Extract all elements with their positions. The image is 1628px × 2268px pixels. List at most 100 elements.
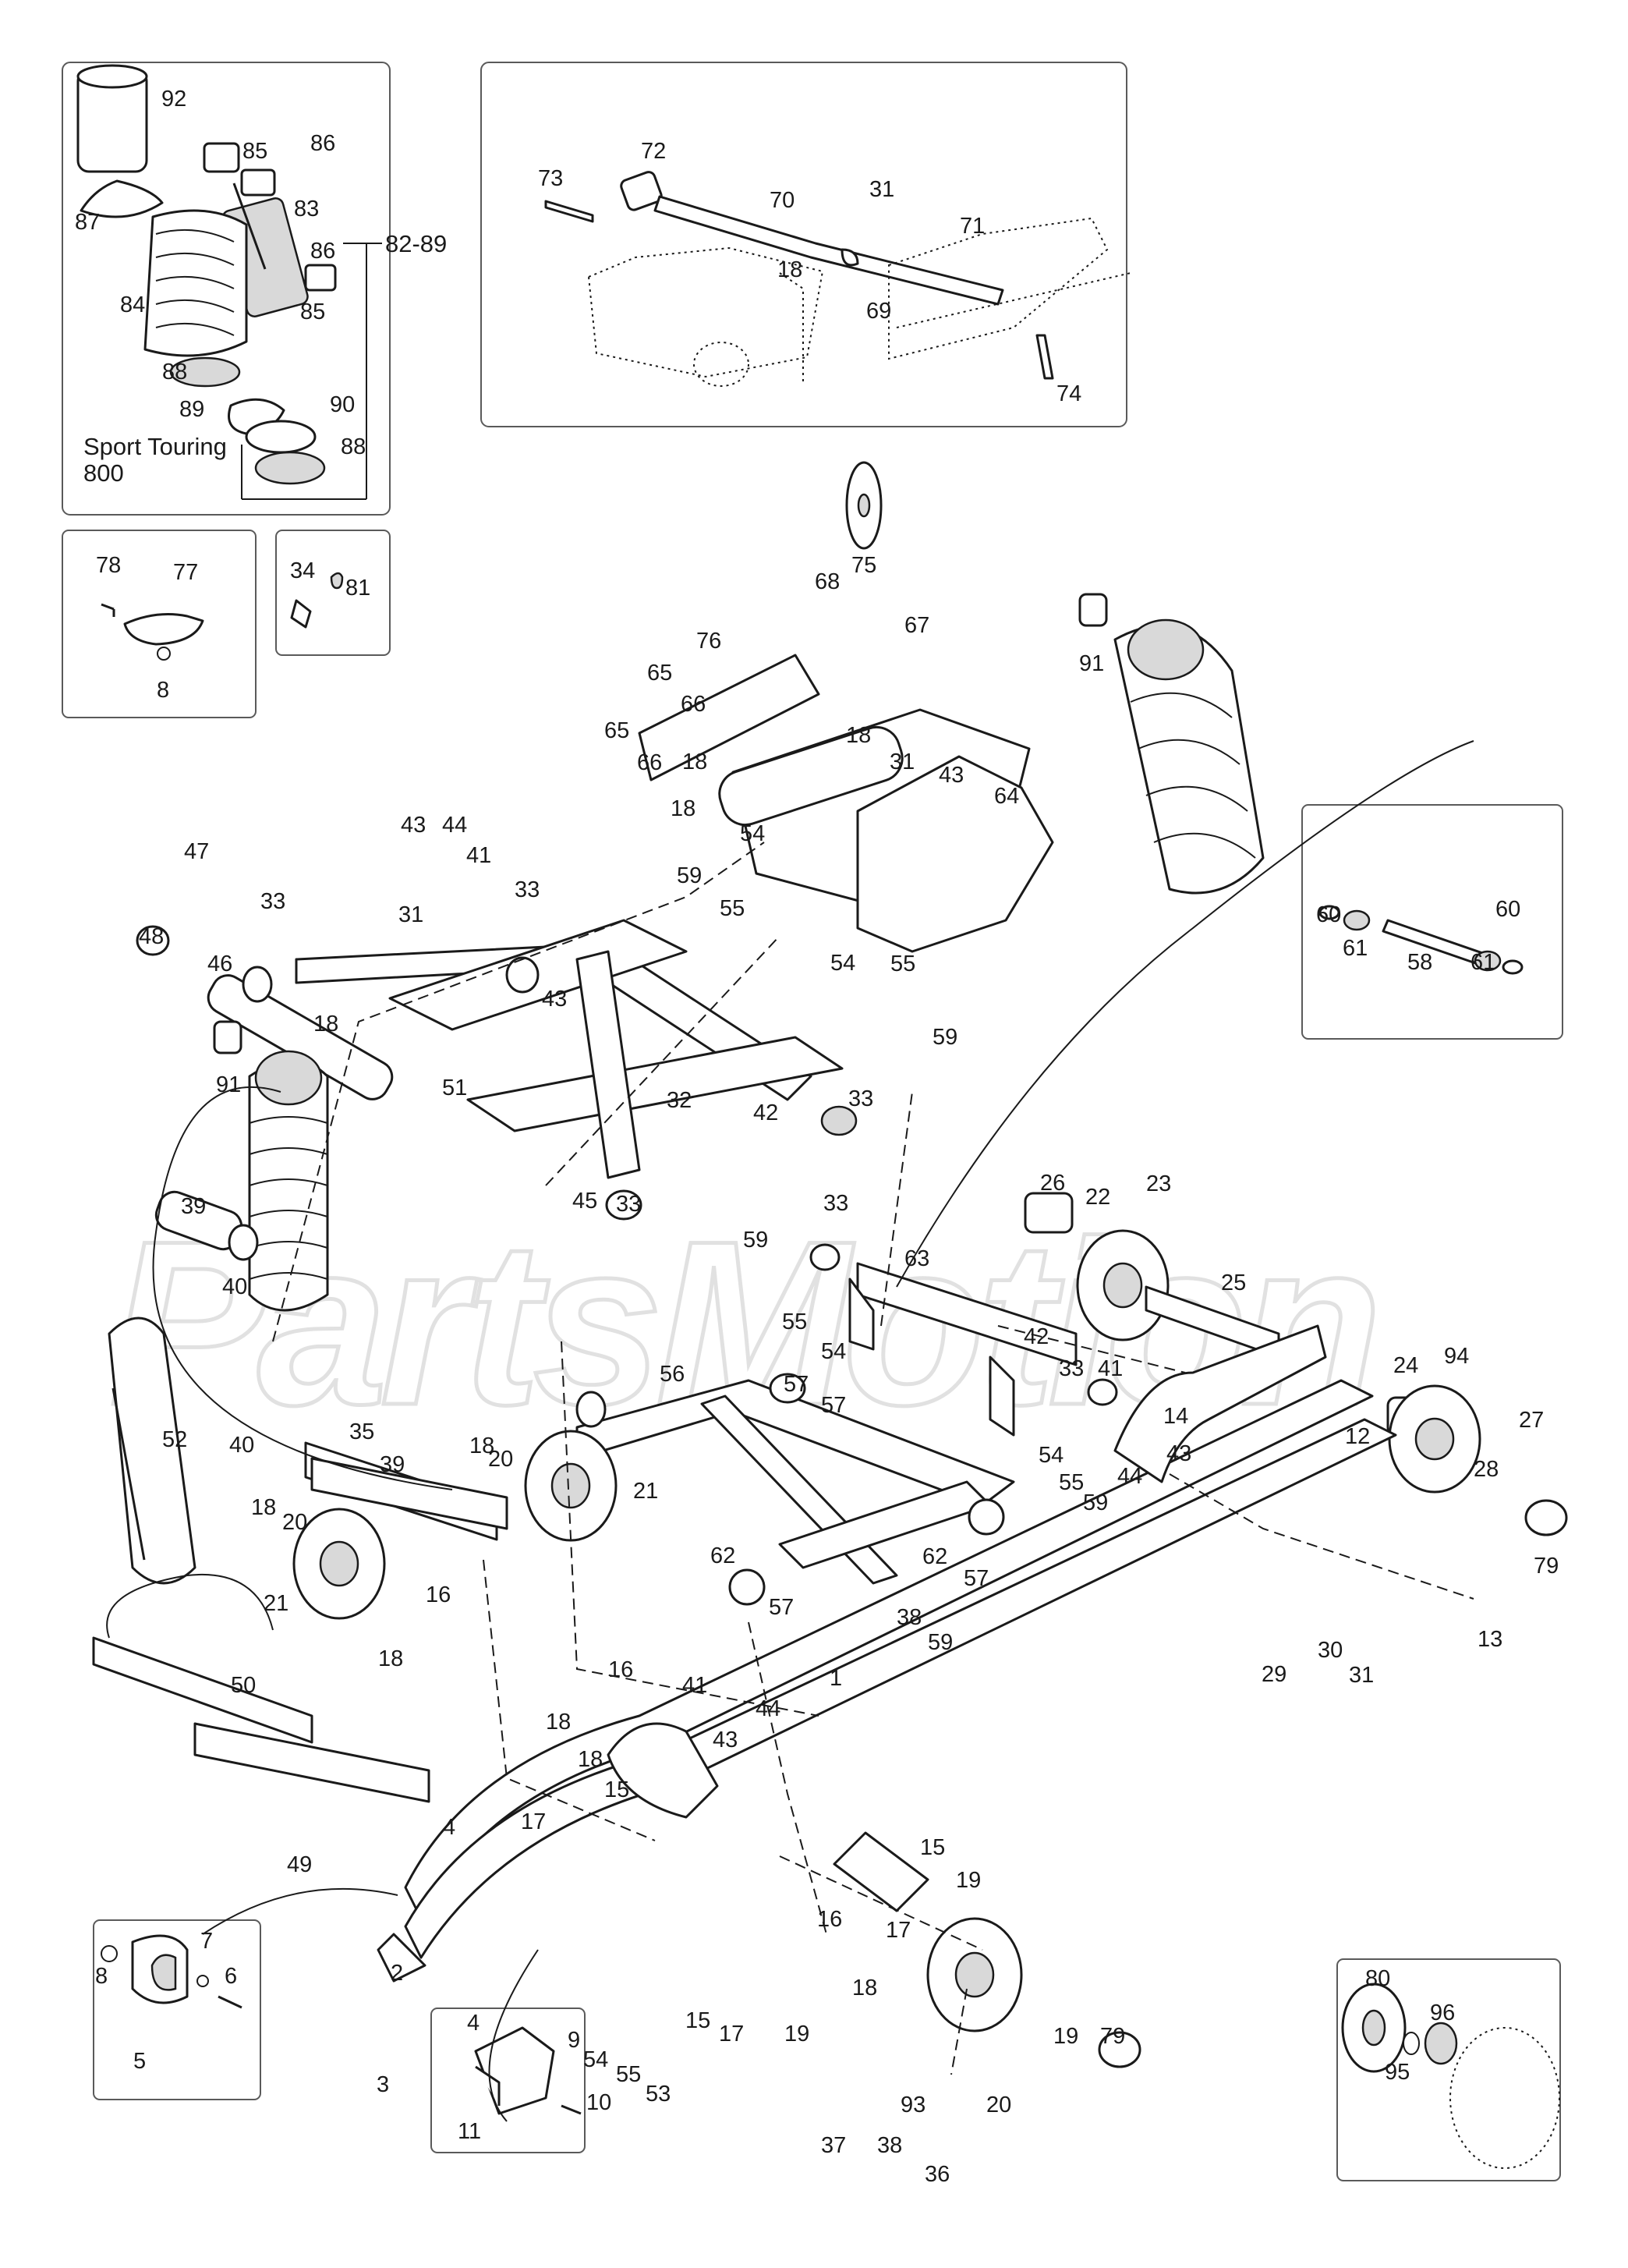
callout: 87 bbox=[75, 210, 100, 235]
inset-box-rail-clip bbox=[62, 530, 257, 718]
callout: 43 bbox=[542, 987, 567, 1012]
callout: 31 bbox=[869, 177, 894, 202]
callout: 33 bbox=[616, 1192, 641, 1217]
shock-model-label-line2: 800 bbox=[83, 459, 124, 487]
callout: 19 bbox=[956, 1868, 981, 1893]
callout: 18 bbox=[546, 1710, 571, 1735]
callout: 57 bbox=[964, 1566, 989, 1591]
callout: 36 bbox=[925, 2162, 950, 2187]
callout: 48 bbox=[139, 924, 164, 949]
callout: 66 bbox=[637, 750, 662, 775]
callout: 64 bbox=[994, 784, 1019, 809]
callout: 18 bbox=[777, 257, 802, 282]
callout: 25 bbox=[1221, 1270, 1246, 1295]
callout: 55 bbox=[720, 896, 745, 921]
callout: 27 bbox=[1519, 1408, 1544, 1433]
callout: 88 bbox=[341, 434, 366, 459]
assembly-guide-lines bbox=[106, 740, 1474, 2122]
callout: 90 bbox=[330, 392, 355, 417]
callout: 40 bbox=[229, 1433, 254, 1458]
callout: 18 bbox=[578, 1747, 603, 1772]
shock-model-label-line1: Sport Touring bbox=[83, 433, 227, 460]
callout: 65 bbox=[647, 661, 672, 686]
callout: 41 bbox=[1098, 1356, 1123, 1381]
callout: 76 bbox=[696, 629, 721, 654]
callout: 26 bbox=[1040, 1171, 1065, 1196]
callout: 18 bbox=[671, 796, 695, 821]
callout: 38 bbox=[877, 2133, 902, 2158]
callout: 43 bbox=[401, 813, 426, 838]
callout: 21 bbox=[633, 1479, 658, 1504]
callout: 24 bbox=[1393, 1353, 1418, 1378]
rear-arm-63 bbox=[809, 1243, 1118, 1437]
callout: 80 bbox=[1365, 1966, 1390, 1991]
callout: 59 bbox=[1083, 1490, 1108, 1515]
callout: 21 bbox=[264, 1591, 288, 1616]
callout: 37 bbox=[821, 2133, 846, 2158]
callout: 51 bbox=[442, 1076, 467, 1100]
callout: 65 bbox=[604, 718, 629, 743]
callout: 44 bbox=[442, 813, 467, 838]
callout: 85 bbox=[242, 139, 267, 164]
callout: 59 bbox=[933, 1025, 957, 1050]
callout: 60 bbox=[1316, 902, 1341, 927]
callout: 17 bbox=[521, 1809, 546, 1834]
inset-box-stabilizer-link bbox=[480, 62, 1127, 427]
callout: 72 bbox=[641, 139, 666, 164]
callout: 77 bbox=[173, 560, 198, 585]
callout: 53 bbox=[646, 2082, 671, 2107]
inset-box-wheel-reflector bbox=[1336, 1958, 1561, 2181]
callout: 61 bbox=[1343, 936, 1368, 961]
callout: 78 bbox=[96, 553, 121, 578]
callout: 20 bbox=[282, 1510, 307, 1535]
callout: 33 bbox=[260, 889, 285, 914]
callout: 5 bbox=[133, 2049, 146, 2074]
callout: 18 bbox=[852, 1976, 877, 2000]
callout: 15 bbox=[920, 1835, 945, 1860]
callout: 67 bbox=[904, 613, 929, 638]
callout: 54 bbox=[830, 951, 855, 976]
callout: 95 bbox=[1385, 2060, 1410, 2085]
callout: 43 bbox=[1166, 1441, 1191, 1466]
callout: 49 bbox=[287, 1852, 312, 1877]
callout: 93 bbox=[901, 2093, 925, 2117]
callout: 44 bbox=[1117, 1464, 1142, 1489]
callout: 46 bbox=[207, 951, 232, 976]
callout: 85 bbox=[300, 299, 325, 324]
idler-wheels bbox=[292, 1192, 1568, 2068]
callout: 2 bbox=[391, 1961, 403, 1986]
shock-kit-parts bbox=[76, 64, 382, 500]
callout: 32 bbox=[667, 1088, 692, 1113]
rear-arm-56 bbox=[575, 1373, 1015, 1606]
callout: 44 bbox=[756, 1696, 780, 1721]
callout: 55 bbox=[1059, 1470, 1084, 1495]
front-arm-assembly bbox=[638, 461, 1054, 953]
callout: 8 bbox=[157, 678, 169, 703]
callout: 52 bbox=[162, 1427, 187, 1452]
callout: 94 bbox=[1444, 1344, 1469, 1369]
slide-clip-parts bbox=[101, 1934, 242, 2009]
callout: 34 bbox=[290, 558, 315, 583]
rear-axles bbox=[92, 1441, 508, 1803]
callout: 57 bbox=[769, 1595, 794, 1620]
callout: 1 bbox=[830, 1666, 842, 1691]
stabilizer-link-parts bbox=[544, 171, 1131, 387]
callout: 4 bbox=[443, 1815, 455, 1840]
callout: 50 bbox=[231, 1673, 256, 1698]
callout: 20 bbox=[488, 1447, 513, 1472]
callout: 57 bbox=[821, 1393, 846, 1418]
callout: 18 bbox=[378, 1646, 403, 1671]
callout: 14 bbox=[1163, 1404, 1188, 1429]
rail-clip-parts bbox=[101, 603, 204, 661]
pulley-link-52 bbox=[108, 1317, 196, 1585]
callout: 16 bbox=[608, 1657, 633, 1682]
shock-shaft-parts bbox=[1318, 905, 1524, 975]
callout: 10 bbox=[586, 2090, 611, 2115]
callout: 54 bbox=[583, 2047, 608, 2072]
callout: 89 bbox=[179, 397, 204, 422]
callout: 33 bbox=[515, 877, 540, 902]
callout: 17 bbox=[719, 2022, 744, 2047]
callout: 39 bbox=[181, 1194, 206, 1219]
callout: 56 bbox=[660, 1362, 685, 1387]
